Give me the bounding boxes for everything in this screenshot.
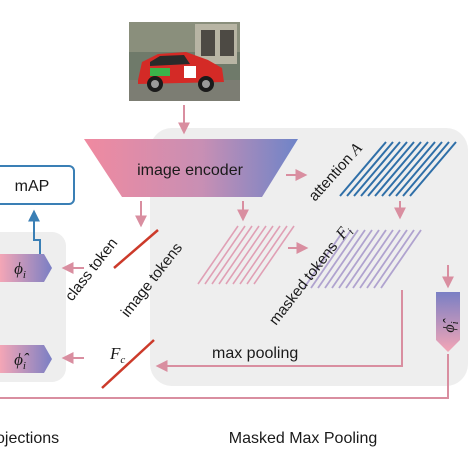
section-left-title: ojections bbox=[0, 430, 59, 447]
masked-tokens-map bbox=[303, 229, 422, 289]
phi-hat-projection-block bbox=[0, 345, 52, 373]
phi-hat-right-projection-block bbox=[436, 292, 460, 352]
pooled-token-bar bbox=[101, 339, 155, 389]
section-right-title: Masked Max Pooling bbox=[229, 430, 378, 447]
max-pooling-label: max pooling bbox=[212, 345, 298, 362]
class-token-bar bbox=[113, 229, 159, 269]
image-encoder-label: image encoder bbox=[137, 162, 244, 179]
class-token-label: class token bbox=[62, 235, 122, 305]
arrow-phi-hat-right-out bbox=[0, 354, 449, 399]
phi-label: ϕi bbox=[14, 259, 26, 281]
arrow-max-pooling bbox=[155, 290, 403, 372]
image-tokens-map bbox=[197, 225, 295, 285]
car-image bbox=[129, 22, 240, 101]
image-encoder-block bbox=[84, 139, 298, 197]
pooled-token-label: Fc bbox=[109, 344, 125, 366]
map-label: mAP bbox=[15, 178, 50, 195]
attention-map bbox=[339, 141, 457, 197]
arrow-phi-to-map bbox=[28, 209, 41, 255]
phi-projection-block bbox=[0, 254, 52, 282]
map-box bbox=[0, 165, 75, 205]
